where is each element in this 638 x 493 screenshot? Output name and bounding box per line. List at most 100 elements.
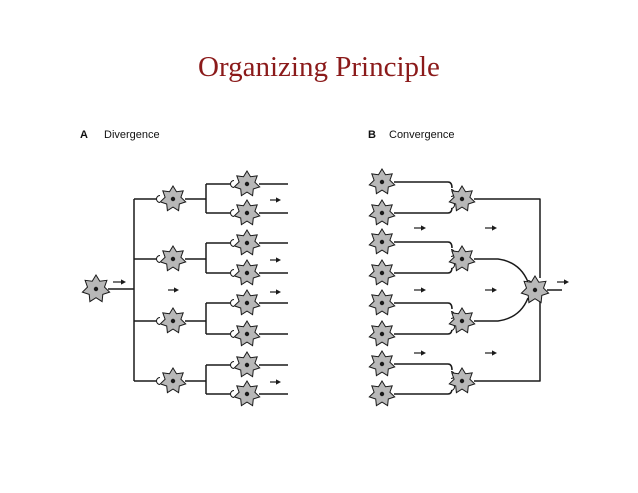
arrow-head [492,287,497,293]
neuron-nucleus [379,391,385,397]
panel-b-letter: B [368,129,376,141]
neuron [233,380,261,407]
synaptic-terminal [230,239,235,247]
neuron [159,245,187,272]
neuron-nucleus [244,300,250,306]
neuron-nucleus [170,378,176,384]
neuron [520,275,550,304]
arrow-head [276,379,281,385]
neuron-nucleus [379,239,385,245]
neuron [159,307,187,334]
arrow-head [276,257,281,263]
neuron-nucleus [379,331,385,337]
neuron-nucleus [379,270,385,276]
axon [394,206,453,214]
neuron-nucleus [459,196,465,202]
arrow-head [421,225,426,231]
neuron [233,351,261,378]
arrow [270,257,281,263]
neuron-nucleus [93,286,99,292]
axon [474,302,541,382]
neuron-nucleus [244,240,250,246]
neuron [368,168,396,195]
synaptic-terminal [156,255,161,263]
neuron [368,289,396,316]
arrow [414,225,426,231]
neuron [368,228,396,255]
synaptic-terminal [230,209,235,217]
neuron [159,185,187,212]
synaptic-terminal [230,361,235,369]
synaptic-terminal [156,317,161,325]
neuron-nucleus [459,378,465,384]
synaptic-terminal [230,299,235,307]
neuron-nucleus [170,256,176,262]
neuron-nucleus [532,287,538,293]
neuron [368,199,396,226]
neuron [448,245,476,272]
neuron [233,259,261,286]
arrow-head [421,287,426,293]
arrow [485,287,497,293]
neuron-nucleus [244,270,250,276]
panel-b-label: Convergence [389,129,454,141]
neuron-nucleus [170,318,176,324]
neuron-nucleus [244,210,250,216]
arrow-head [564,279,569,285]
arrow-head [421,350,426,356]
panel-a-letter: A [80,129,88,141]
arrow [557,279,569,285]
axon [394,241,453,249]
neuron-nucleus [244,391,250,397]
neuron [368,259,396,286]
arrow [485,350,497,356]
neuron-nucleus [170,196,176,202]
convergence-diagram [368,168,569,407]
neuron [233,320,261,347]
neuron-nucleus [379,210,385,216]
neuron-nucleus [244,362,250,368]
arrow [414,350,426,356]
neuron [233,229,261,256]
synaptic-terminal [230,330,235,338]
panel-a-label: Divergence [104,129,160,141]
neuron [159,367,187,394]
neuron-nucleus [379,179,385,185]
synaptic-terminal [156,377,161,385]
neuron [448,185,476,212]
slide-title: Organizing Principle [198,51,440,83]
axon [474,297,529,322]
neuron [368,350,396,377]
arrow [168,287,179,293]
axon [394,327,453,335]
synaptic-terminal [230,180,235,188]
arrow-head [276,289,281,295]
neuron-nucleus [244,181,250,187]
axon [394,266,453,274]
neuron-nucleus [459,256,465,262]
neuron [81,274,111,303]
neuron-nucleus [379,361,385,367]
neuron [233,170,261,197]
arrow-head [276,197,281,203]
neuron [448,307,476,334]
arrow-head [492,350,497,356]
neuron [233,199,261,226]
axon [474,198,541,278]
synaptic-terminal [156,195,161,203]
axon [394,387,453,395]
synaptic-terminal [230,269,235,277]
arrow-head [121,279,126,285]
arrow [270,379,281,385]
synaptic-terminal [230,390,235,398]
arrow [270,197,281,203]
neuron-nucleus [244,331,250,337]
neuron [368,380,396,407]
neuron [448,367,476,394]
axon [394,181,453,189]
axon [474,258,529,283]
neuron-nucleus [379,300,385,306]
arrow [113,279,126,285]
neuron [368,320,396,347]
neuron-nucleus [459,318,465,324]
